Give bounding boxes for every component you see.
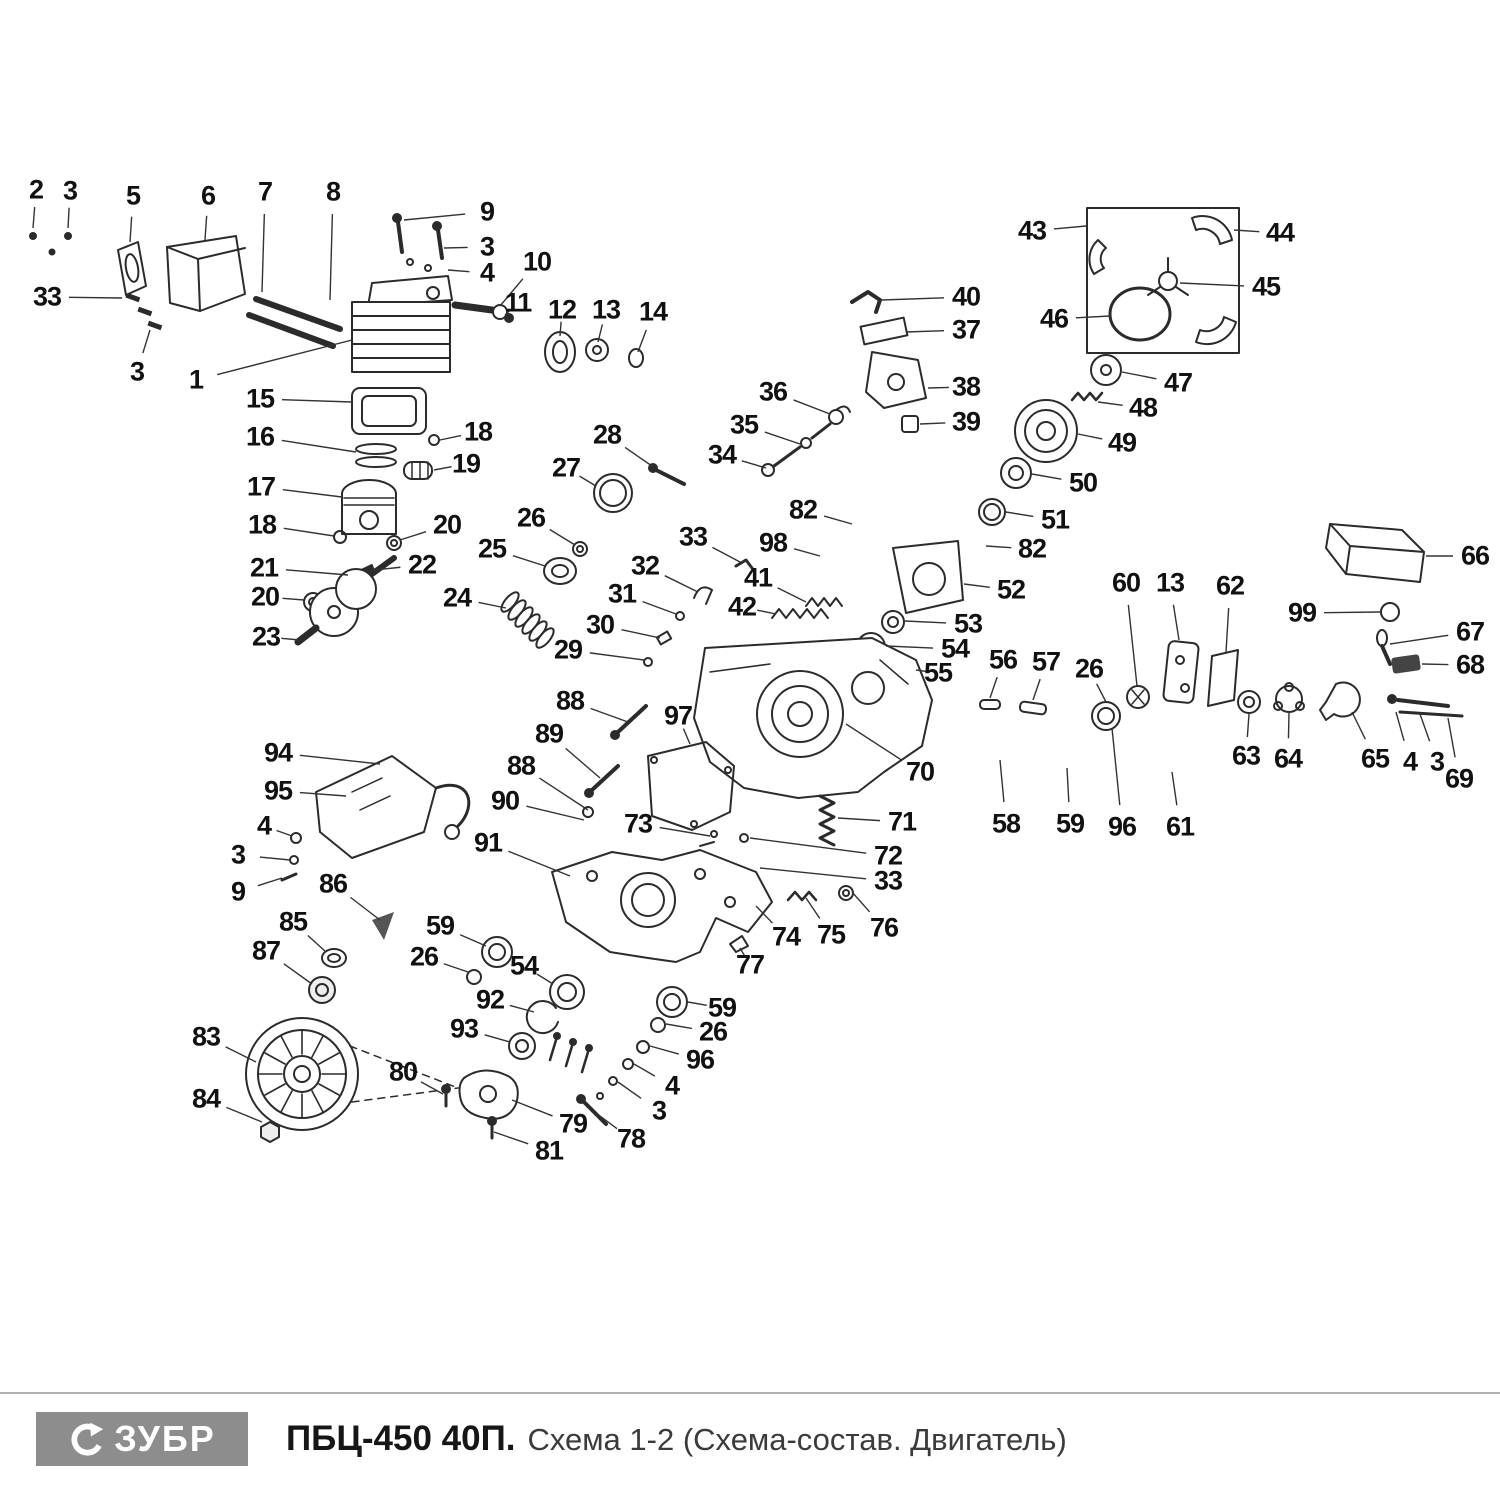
part-87-cap: [308, 976, 336, 1004]
model-name: ПБЦ-450 40П.: [286, 1419, 516, 1458]
part-83-flywheel: [245, 1017, 359, 1131]
part-37-40-throttle-bracket: [850, 290, 927, 433]
part-13-flange: [585, 338, 609, 362]
part-cylinder-head-screws: [392, 213, 444, 272]
part-63-65-pump-parts: [1237, 681, 1361, 721]
part-72-73-chain-catcher: [699, 830, 749, 847]
part-43-46-starter-assembly: [1086, 207, 1240, 354]
part-53-bearing: [881, 610, 905, 634]
part-50-washer: [1000, 457, 1032, 489]
part-60-worm-gear: [1126, 685, 1150, 709]
part-41-42-springs: [771, 597, 843, 619]
part-19-needle-bearing: [403, 461, 433, 480]
part-17-piston: [341, 479, 397, 535]
part-fasteners-top-left: [29, 232, 163, 331]
part-crankcase-upper: [693, 637, 933, 799]
part-10-11-spark-plug: [451, 301, 514, 323]
part-51-ring: [978, 498, 1006, 526]
part-5-gasket: [117, 241, 147, 296]
part-92-circlip: [525, 1000, 559, 1035]
part-bearings-right-cluster: [650, 986, 688, 1033]
part-94-95-ignition-module: [315, 755, 471, 859]
part-18-pins: [333, 434, 440, 544]
part-93-seal: [508, 1032, 536, 1060]
part-14-ring: [628, 348, 644, 368]
part-29-33-small-parts: [643, 558, 754, 667]
schema-subtitle: Схема 1-2 (Схема-состав. Двигатель): [527, 1422, 1067, 1457]
part-27-ring: [593, 473, 633, 513]
part-47-washer: [1090, 354, 1122, 386]
part-15-base-gasket: [351, 387, 427, 435]
zubr-logo: ЗУБР: [36, 1412, 248, 1466]
part-small-fasteners-left: [280, 832, 302, 882]
part-71-spring-grip: [818, 794, 836, 847]
zubr-logo-icon: [71, 1422, 104, 1456]
part-crankcase-lower: [551, 849, 773, 963]
part-67-valve: [1376, 629, 1392, 666]
part-84-nut: [260, 1121, 280, 1143]
part-86-trigger: [372, 912, 394, 940]
part-26-washer-a: [572, 541, 588, 557]
part-13-62-oil-pump-plates: [1162, 640, 1239, 707]
part-bearings-left-cluster: [466, 936, 585, 1010]
part-97-gasket: [647, 741, 735, 831]
part-24-bellows: [500, 591, 555, 649]
part-52-cover: [892, 540, 964, 614]
part-48-spring: [1070, 391, 1104, 402]
part-79-small-cover: [458, 1069, 519, 1120]
part-85-grommet: [321, 948, 347, 968]
part-21-23-crankshaft: [294, 555, 397, 646]
schema-title: ПБЦ-450 40П. Схема 1-2 (Схема-состав. Дв…: [286, 1419, 1067, 1459]
part-78-81-screws: [441, 1084, 608, 1140]
part-16-piston-rings: [355, 443, 397, 468]
part-1-cylinder: [351, 275, 453, 373]
part-56-57-pins: [979, 699, 1048, 716]
part-68-block: [1391, 654, 1421, 674]
part-25-seal: [543, 557, 577, 585]
brand-name: ЗУБР: [114, 1418, 216, 1459]
part-washers-diagonal: [548, 1032, 650, 1100]
part-66-filter-cover: [1325, 523, 1425, 583]
footer-divider: [0, 1392, 1500, 1394]
part-7-8-studs: [246, 296, 343, 349]
construction-lines: [349, 1045, 459, 1103]
footer: ЗУБР ПБЦ-450 40П. Схема 1-2 (Схема-соста…: [36, 1410, 1464, 1468]
part-88-90-screws: [582, 704, 648, 818]
part-6-muffler-cover: [166, 235, 246, 312]
part-69-screws-right: [1387, 694, 1464, 718]
part-99-oring: [1380, 602, 1400, 622]
part-77-clip: [729, 935, 749, 953]
part-49-starter-pulley: [1014, 399, 1078, 463]
part-34-36-linkage: [761, 405, 851, 477]
